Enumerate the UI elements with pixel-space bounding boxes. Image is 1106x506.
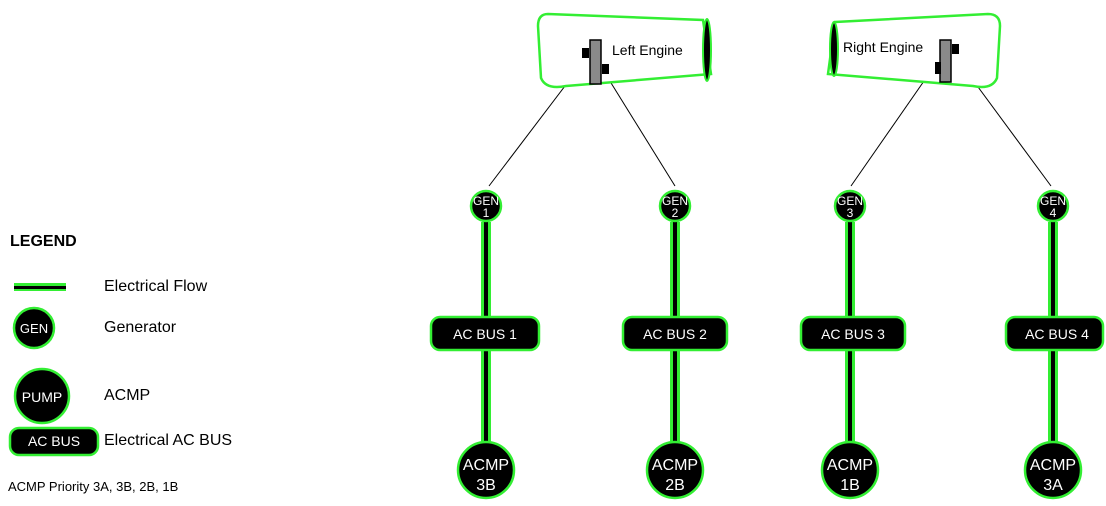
ac-bus-1: AC BUS 1 <box>429 315 541 352</box>
svg-text:PUMP: PUMP <box>22 389 62 405</box>
svg-text:AC BUS 2: AC BUS 2 <box>643 326 707 342</box>
legend-pump-label: ACMP <box>104 387 151 404</box>
left-engine-nacelle <box>536 12 713 89</box>
legend-flow-label: Electrical Flow <box>104 278 208 295</box>
legend-flow-symbol <box>14 283 66 291</box>
svg-text:AC BUS 4: AC BUS 4 <box>1025 326 1089 342</box>
svg-text:AC BUS 3: AC BUS 3 <box>821 326 885 342</box>
legend-gen-symbol: GEN <box>12 306 56 350</box>
svg-text:1B: 1B <box>840 477 860 494</box>
legend-bus-label: Electrical AC BUS <box>104 432 233 449</box>
generator-2: GEN 2 <box>658 189 692 223</box>
left-engine-intake <box>702 18 712 82</box>
svg-text:4: 4 <box>1050 206 1057 220</box>
svg-text:GEN: GEN <box>473 194 499 208</box>
generator-4: GEN 4 <box>1036 189 1070 223</box>
generator-3: GEN 3 <box>833 189 867 223</box>
svg-text:ACMP: ACMP <box>463 457 509 474</box>
right-engine-nacelle <box>826 12 1002 89</box>
ac-bus-2: AC BUS 2 <box>621 315 729 352</box>
generator-1: GEN 1 <box>469 189 503 223</box>
left-engine-label: Left Engine <box>612 42 683 58</box>
svg-text:GEN: GEN <box>837 194 863 208</box>
right-engine-core <box>939 39 952 83</box>
svg-text:AC BUS 1: AC BUS 1 <box>453 326 517 342</box>
ac-bus-4: AC BUS 4 <box>1004 315 1105 352</box>
legend-gen-label: Generator <box>104 319 177 336</box>
svg-text:3: 3 <box>847 206 854 220</box>
svg-text:ACMP: ACMP <box>1030 457 1076 474</box>
svg-text:ACMP: ACMP <box>827 457 873 474</box>
right-engine-label: Right Engine <box>843 39 923 55</box>
svg-text:2B: 2B <box>665 477 685 494</box>
svg-text:1: 1 <box>483 206 490 220</box>
svg-text:3B: 3B <box>476 477 496 494</box>
acmp-priority-note: ACMP Priority 3A, 3B, 2B, 1B <box>8 479 179 494</box>
svg-text:AC BUS: AC BUS <box>28 433 80 449</box>
acmp-1b: ACMP 1B <box>820 440 880 500</box>
svg-text:GEN: GEN <box>1040 194 1066 208</box>
svg-text:2: 2 <box>672 206 679 220</box>
legend-title: LEGEND <box>10 233 77 250</box>
right-engine: Right Engine <box>826 12 1002 89</box>
left-engine-core <box>589 39 602 85</box>
drive-line-left-2 <box>602 69 676 187</box>
ac-bus-3: AC BUS 3 <box>799 315 907 352</box>
svg-text:GEN: GEN <box>662 194 688 208</box>
svg-text:ACMP: ACMP <box>652 457 698 474</box>
legend-bus-symbol: AC BUS <box>8 426 100 457</box>
legend-pump-symbol: PUMP <box>13 367 71 425</box>
acmp-2b: ACMP 2B <box>645 440 705 500</box>
svg-text:GEN: GEN <box>20 321 48 336</box>
acmp-3a: ACMP 3A <box>1023 440 1083 500</box>
right-engine-intake <box>829 21 839 77</box>
acmp-3b: ACMP 3B <box>456 440 516 500</box>
left-engine: Left Engine <box>536 12 713 89</box>
svg-text:3A: 3A <box>1043 477 1063 494</box>
